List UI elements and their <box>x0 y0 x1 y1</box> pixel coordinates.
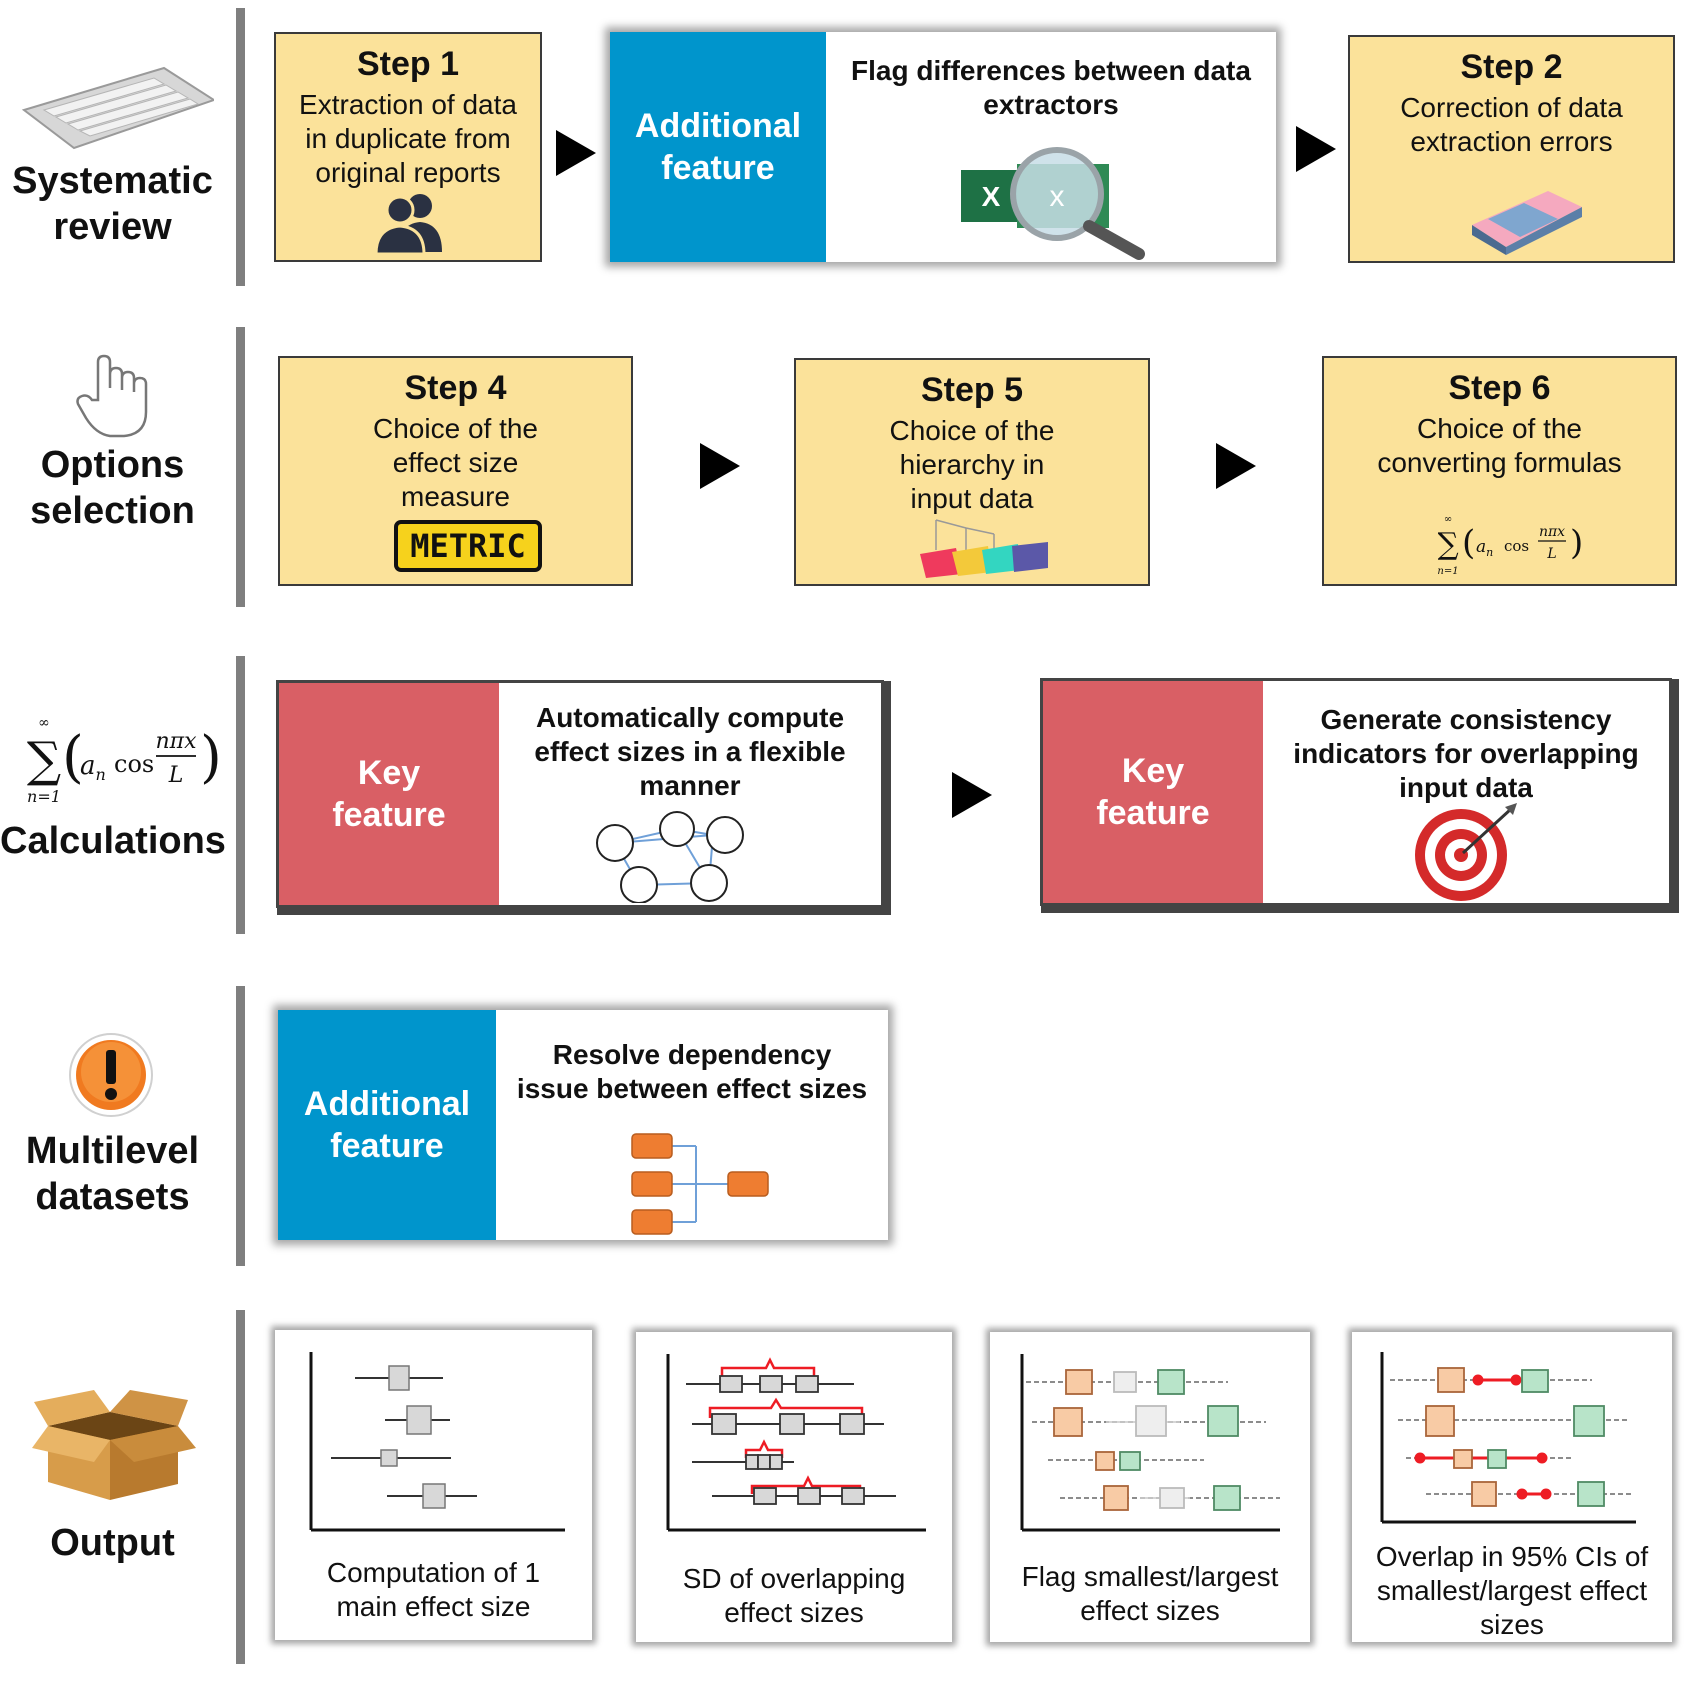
svg-text:x: x <box>1050 180 1065 213</box>
step-title: Step 2 <box>1460 48 1563 86</box>
svg-text:): ) <box>1570 523 1583 563</box>
target-icon <box>1415 803 1517 901</box>
svg-text:L: L <box>168 763 184 788</box>
svg-text:L: L <box>1546 546 1556 562</box>
svg-text:∑: ∑ <box>1438 527 1459 562</box>
section-label-systematic-review: Systematic review <box>12 160 213 248</box>
svg-text:nπx: nπx <box>1539 524 1565 540</box>
svg-text:∞: ∞ <box>38 715 50 731</box>
step-title: Step 5 <box>920 371 1024 409</box>
arrow-right-icon <box>1216 443 1256 489</box>
svg-text:cos: cos <box>1504 537 1529 555</box>
step-title: Step 4 <box>404 369 507 407</box>
svg-text:X: X <box>982 181 1001 212</box>
svg-text:): ) <box>200 725 220 790</box>
hand-pointer-icon <box>76 354 148 438</box>
arrow-right-icon <box>556 130 596 176</box>
svg-text:cos: cos <box>114 750 154 778</box>
network-icon <box>596 811 744 903</box>
warning-icon <box>69 1033 153 1117</box>
svg-text:(: ( <box>1462 523 1475 563</box>
arrow-right-icon <box>1296 126 1336 172</box>
section-label-options-selection: Options selection <box>30 444 195 532</box>
divider-bar <box>236 327 245 607</box>
step-title: Step 1 <box>356 45 460 83</box>
divider-bar <box>236 656 245 934</box>
svg-text:(: ( <box>62 725 84 790</box>
hierarchy-folders-icon <box>920 519 1048 578</box>
metric-sign-icon: METRIC <box>394 520 542 572</box>
section-label-multilevel-datasets: Multilevel datasets <box>25 1130 200 1218</box>
svg-text:∞: ∞ <box>1444 514 1452 525</box>
svg-text:n=1: n=1 <box>1438 566 1459 577</box>
section-label-calculations: Calculations <box>0 820 226 862</box>
fourier-formula-icon: ∞ ∑ n=1 ( an cos nπx L ) <box>1438 514 1583 577</box>
keyboard-icon <box>21 66 214 150</box>
section-label-output: Output <box>50 1522 175 1564</box>
svg-text:nπx: nπx <box>155 729 197 754</box>
svg-text:∑: ∑ <box>27 732 61 788</box>
divider-bar <box>236 8 245 286</box>
svg-text:an: an <box>1476 537 1493 559</box>
users-icon <box>376 194 442 254</box>
eraser-icon <box>1472 191 1582 255</box>
step-title: Step 6 <box>1448 369 1551 407</box>
divider-bar <box>236 986 245 1266</box>
arrow-right-icon <box>700 443 740 489</box>
arrow-right-icon <box>952 772 992 818</box>
tree-icon <box>631 1133 769 1235</box>
svg-text:n=1: n=1 <box>27 787 61 806</box>
fourier-formula-icon: ∞ ∑ n=1 ( an cos nπx L ) <box>27 715 220 806</box>
divider-bar <box>236 1310 245 1664</box>
box-icon <box>32 1390 196 1500</box>
excel-magnifier-icon: X x <box>961 147 1145 260</box>
svg-text:an: an <box>80 751 106 784</box>
